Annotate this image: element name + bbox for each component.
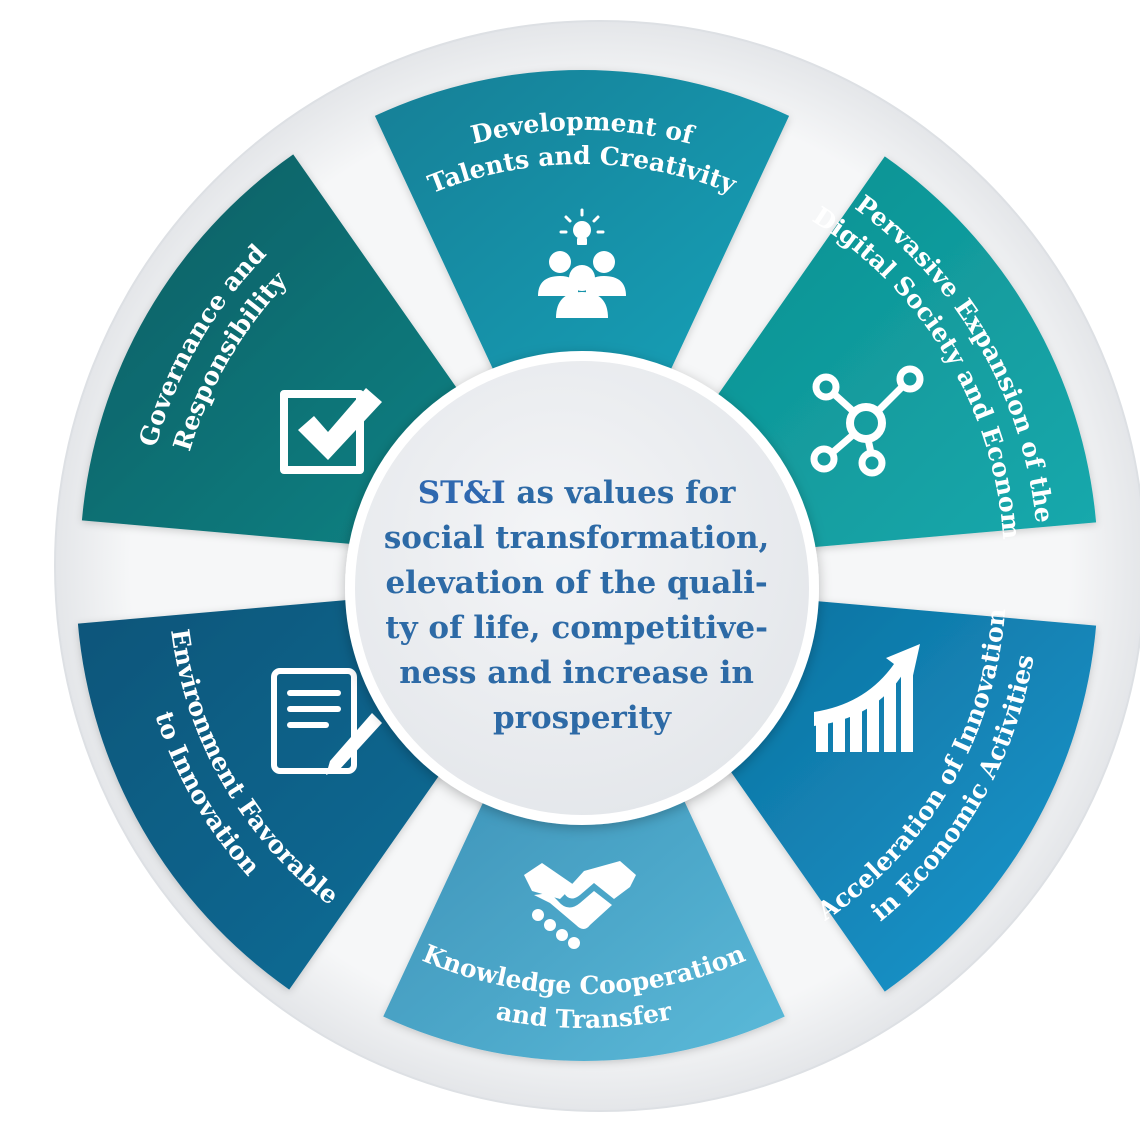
people-lightbulb-icon bbox=[538, 208, 626, 318]
center-line-5: prosperity bbox=[493, 700, 672, 736]
segment-digital bbox=[684, 156, 1097, 553]
outer-ring-edge bbox=[54, 20, 1140, 1112]
center-highlight: ST&I bbox=[418, 475, 506, 511]
segment-talents bbox=[374, 69, 790, 425]
center-line-0: as values for bbox=[506, 475, 737, 511]
center-circle bbox=[345, 351, 819, 825]
center-line-3: ty of life, competitive- bbox=[385, 610, 768, 646]
center-line-1: social transformation, bbox=[384, 520, 770, 556]
network-hub-icon bbox=[810, 365, 924, 477]
growth-chart-icon bbox=[814, 644, 920, 752]
center-line-4: ness and increase in bbox=[399, 655, 754, 691]
document-pen-icon bbox=[271, 668, 382, 775]
handshake-icon bbox=[524, 861, 636, 949]
checkbox-icon bbox=[280, 388, 382, 474]
center-line-2: elevation of the quali- bbox=[385, 565, 767, 601]
center-statement: ST&I as values for social transformation… bbox=[384, 475, 780, 736]
